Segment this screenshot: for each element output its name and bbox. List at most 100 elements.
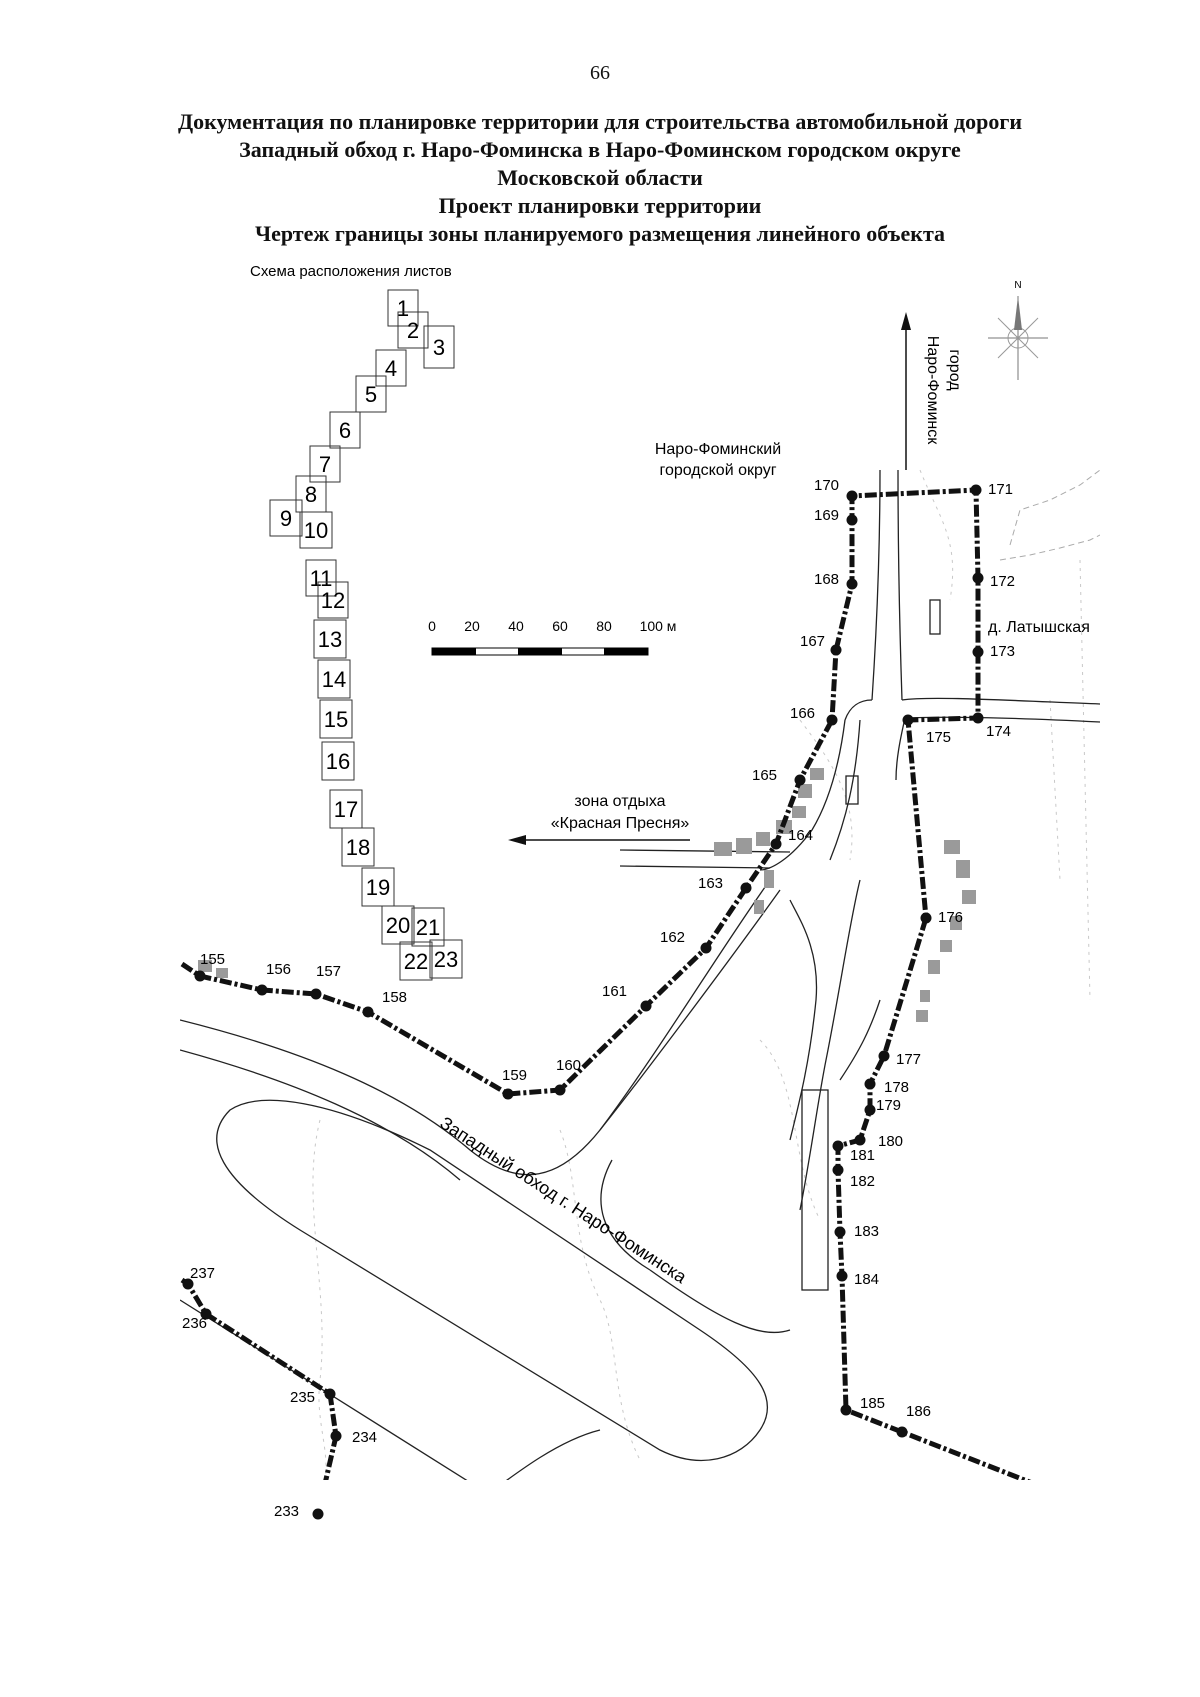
boundary-point-label: 235 [290, 1389, 315, 1406]
boundary-point-label: 164 [788, 827, 813, 844]
boundary-point-label: 233 [274, 1503, 299, 1520]
boundary-point-label: 159 [502, 1067, 527, 1084]
sheet-number: 15 [324, 707, 348, 732]
sheet-frame [329, 411, 361, 449]
boundary-point-marker [194, 970, 206, 982]
boundary-point-marker [972, 712, 984, 724]
city-direction-label: Наро-Фоминск [924, 336, 941, 445]
scale-tick-label: 100 м [640, 618, 677, 634]
boundary-point-label: 167 [800, 633, 825, 650]
page-number: 66 [590, 62, 610, 84]
boundary-point-label: 176 [938, 909, 963, 926]
boundary-point-marker [832, 1164, 844, 1176]
title-line: Проект планировки территории [438, 193, 762, 218]
terrain-lines [999, 469, 1100, 561]
boundary-point-label: 169 [814, 507, 839, 524]
sheet-frame [317, 581, 349, 619]
boundary-point-marker [832, 1140, 844, 1152]
arrow-up-icon [901, 312, 911, 470]
boundary-point-label: 178 [884, 1079, 909, 1096]
sheet-number: 1 [397, 296, 409, 321]
title-line: Чертеж границы зоны планируемого размеще… [254, 221, 946, 246]
boundary-point-marker [896, 1426, 908, 1438]
scale-tick-label: 40 [508, 618, 524, 634]
boundary-point-label: 158 [382, 989, 407, 1006]
boundary-point-label: 184 [854, 1271, 879, 1288]
sheet-frame [319, 699, 353, 739]
sheet-number: 20 [386, 913, 410, 938]
sheet-number: 11 [310, 566, 333, 591]
boundary-point-marker [864, 1104, 876, 1116]
boundary-point-label: 165 [752, 767, 777, 784]
boundary-point-marker [864, 1078, 876, 1090]
boundary-point-marker [330, 1430, 342, 1442]
boundary-point-marker [834, 1226, 846, 1238]
boundary-point-marker [846, 490, 858, 502]
north-label: N [1014, 280, 1021, 291]
road-network [180, 469, 1100, 1480]
arrow-left-icon [508, 835, 690, 845]
title-line: Документация по планировке территории дл… [177, 109, 1023, 134]
sheet-frame [429, 939, 463, 979]
village-label: д. Латышская [988, 619, 1090, 636]
city-direction-label: город [946, 349, 963, 391]
boundary-point-marker [972, 572, 984, 584]
sheet-number: 22 [404, 949, 428, 974]
boundary-point-label: 175 [926, 729, 951, 746]
boundary-point-marker [200, 1308, 212, 1320]
scale-tick-label: 0 [428, 618, 436, 634]
boundary-point-marker [854, 1134, 866, 1146]
boundary-point-marker [972, 646, 984, 658]
boundary-point-marker [970, 484, 982, 496]
boundary-point-label: 155 [200, 951, 225, 968]
boundary-point-marker [182, 1278, 194, 1290]
boundary-point-marker [878, 1050, 890, 1062]
boundary-point-label: 185 [860, 1395, 885, 1412]
document-title: Документация по планировке территории дл… [0, 108, 1200, 248]
boundary-point-label: 237 [190, 1265, 215, 1282]
boundary-point-label: 162 [660, 929, 685, 946]
sheet-frame [317, 659, 351, 699]
scale-tick-label: 60 [552, 618, 568, 634]
district-label: городской округ [659, 462, 776, 479]
boundary-point-label: 160 [556, 1057, 581, 1074]
boundary-point-label: 171 [988, 481, 1013, 498]
sheet-frame [397, 311, 429, 349]
sheet-number: 21 [416, 915, 440, 940]
sheet-number: 4 [385, 356, 397, 381]
sheet-number: 6 [339, 418, 351, 443]
boundary-point-label: 177 [896, 1051, 921, 1068]
sheet-number: 23 [434, 947, 458, 972]
sheet-frame [411, 907, 445, 947]
scale-bar: 0 20 40 60 80 100 м [428, 618, 677, 656]
boundary-point-marker [554, 1084, 566, 1096]
sheet-number: 3 [433, 335, 445, 360]
boundary-point-marker [826, 714, 838, 726]
district-label: Наро-Фоминский [655, 441, 781, 458]
sheet-number: 18 [346, 835, 370, 860]
sheet-number: 12 [321, 588, 345, 613]
boundary-point-marker [770, 838, 782, 850]
sheet-frame [309, 445, 341, 483]
sheet-number: 14 [322, 667, 346, 692]
boundary-point-marker [902, 714, 914, 726]
sheet-frame [375, 349, 407, 387]
sheet-number: 8 [305, 482, 317, 507]
boundary-point-marker [840, 1404, 852, 1416]
compass-rose-icon: N [988, 280, 1048, 380]
boundary-point-marker [256, 984, 268, 996]
boundary-point-marker [362, 1006, 374, 1018]
boundary-point-label: 236 [182, 1315, 207, 1332]
boundary-point-label: 180 [878, 1133, 903, 1150]
sheet-frame [387, 289, 419, 327]
boundary-point-marker [920, 912, 932, 924]
sheet-frame [423, 325, 455, 369]
recreation-label: «Красная Пресня» [551, 815, 690, 832]
boundary-point-marker [700, 942, 712, 954]
sheet-scheme-label: Схема расположения листов [250, 263, 452, 280]
boundary-point-marker [846, 578, 858, 590]
sheet-number: 10 [304, 518, 328, 543]
sheet-frame [269, 499, 303, 537]
